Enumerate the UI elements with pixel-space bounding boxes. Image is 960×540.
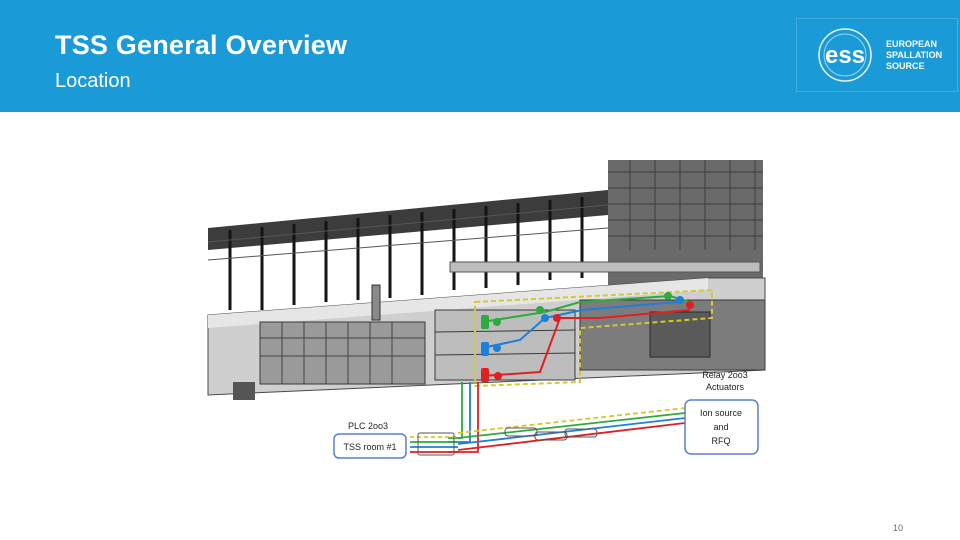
- plc-label: PLC 2oo3: [348, 421, 388, 431]
- ion-source-box: [684, 399, 759, 455]
- tss-room-label: TSS room #1: [343, 442, 396, 452]
- slide-subtitle: Location: [55, 70, 131, 92]
- cable-trays: [417, 427, 598, 456]
- ion-source-line-1: Ion source: [700, 408, 742, 418]
- page-number: 10: [893, 523, 904, 533]
- header-banner: TSS General Overview Location ess EUROPE…: [0, 0, 960, 112]
- logo-line-2: SPALLATION: [886, 50, 943, 60]
- actuator-markers: [481, 292, 694, 382]
- ess-logo: ess EUROPEAN SPALLATION SOURCE: [797, 19, 957, 91]
- accelerator-building: [207, 160, 766, 400]
- ess-logo-icon: ess: [818, 28, 872, 82]
- logo-line-1: EUROPEAN: [886, 39, 938, 49]
- ion-source-line-3: RFQ: [712, 436, 731, 446]
- logo-wordmark: EUROPEAN SPALLATION SOURCE: [886, 39, 942, 72]
- logo-line-3: SOURCE: [886, 61, 925, 71]
- cable-runs: [410, 382, 686, 453]
- tss-zone-outline: [474, 288, 713, 388]
- slide-title: TSS General Overview: [55, 30, 348, 60]
- relay-label: Relay 2oo3: [702, 370, 748, 380]
- ion-source-line-2: and: [713, 422, 728, 432]
- tss-location-diagram: Relay 2oo3 Actuators Ion source and RFQ …: [207, 160, 766, 459]
- logo-mark: ess: [825, 42, 865, 69]
- tss-room-box: [333, 433, 407, 459]
- actuators-label: Actuators: [706, 382, 745, 392]
